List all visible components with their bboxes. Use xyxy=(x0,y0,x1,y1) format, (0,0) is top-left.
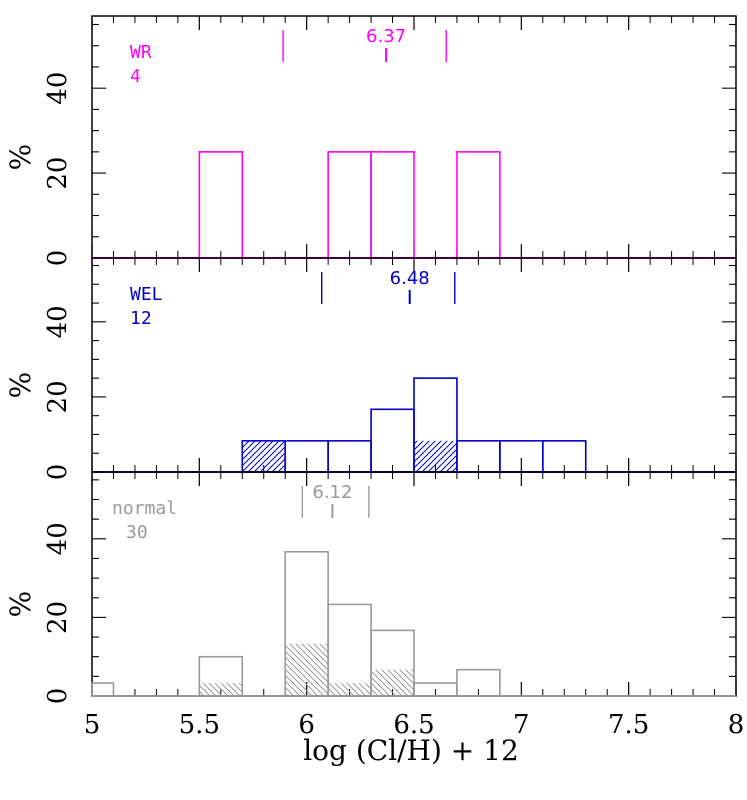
histogram-bar xyxy=(198,151,244,259)
mean-label: 6.37 xyxy=(366,26,406,47)
hatched-bar xyxy=(371,669,414,696)
histogram-bar xyxy=(327,151,372,259)
y-axis-title: % xyxy=(4,591,37,618)
sample-count: 4 xyxy=(130,66,141,87)
histogram-bar xyxy=(456,151,501,259)
y-tick-label: 20 xyxy=(43,380,73,413)
y-tick-label: 0 xyxy=(43,250,73,267)
mean-label: 6.48 xyxy=(390,268,430,289)
sample-count: 30 xyxy=(126,522,148,543)
x-tick-label: 5 xyxy=(84,710,101,740)
y-axis-title: % xyxy=(4,144,37,171)
hatched-bar xyxy=(328,683,372,696)
sample-count: 12 xyxy=(130,308,152,329)
hatched-bar xyxy=(285,643,329,696)
sample-name: WR xyxy=(130,42,152,63)
x-tick-labels: 5 5.5 6 6.5 7 7.5 8 xyxy=(84,710,745,740)
sample-name: normal xyxy=(112,498,177,519)
y-tick-label: 40 xyxy=(43,72,73,105)
y-tick-label: 0 xyxy=(43,464,73,481)
histogram-bar xyxy=(91,682,115,697)
histogram-bar xyxy=(370,629,415,697)
x-tick-label: 7 xyxy=(513,710,530,740)
y-axis-title: % xyxy=(4,372,37,399)
x-axis-title: log (Cl/H) + 12 xyxy=(303,734,519,767)
y-tick-label: 0 xyxy=(43,688,73,705)
x-tick-label: 6 xyxy=(298,710,315,740)
panel-normal: 0 20 40% 6.12 normal 30 xyxy=(4,471,737,705)
y-tick-label: 20 xyxy=(43,601,73,634)
histogram-bar xyxy=(327,603,372,697)
y-tick-label: 40 xyxy=(43,305,73,338)
mean-label: 6.12 xyxy=(312,482,352,503)
x-tick-label: 5.5 xyxy=(179,710,220,740)
histogram-panels: 02040%6.37WR402040%6.48WEL1202040%6.12no… xyxy=(4,15,737,705)
x-tick-label: 6.5 xyxy=(393,710,434,740)
y-tick-label: 20 xyxy=(43,157,73,190)
hatched-bar xyxy=(242,440,286,472)
sample-name: WEL xyxy=(130,284,163,305)
histogram-bar xyxy=(370,408,415,473)
hatched-bar xyxy=(414,440,457,472)
histogram-bar xyxy=(456,668,501,697)
histogram-bar xyxy=(198,655,244,697)
histogram-bar xyxy=(370,151,415,259)
x-tick-label: 7.5 xyxy=(608,710,649,740)
hatched-bar xyxy=(199,683,243,696)
y-tick-label: 40 xyxy=(43,522,73,555)
x-tick-label: 8 xyxy=(728,710,745,740)
